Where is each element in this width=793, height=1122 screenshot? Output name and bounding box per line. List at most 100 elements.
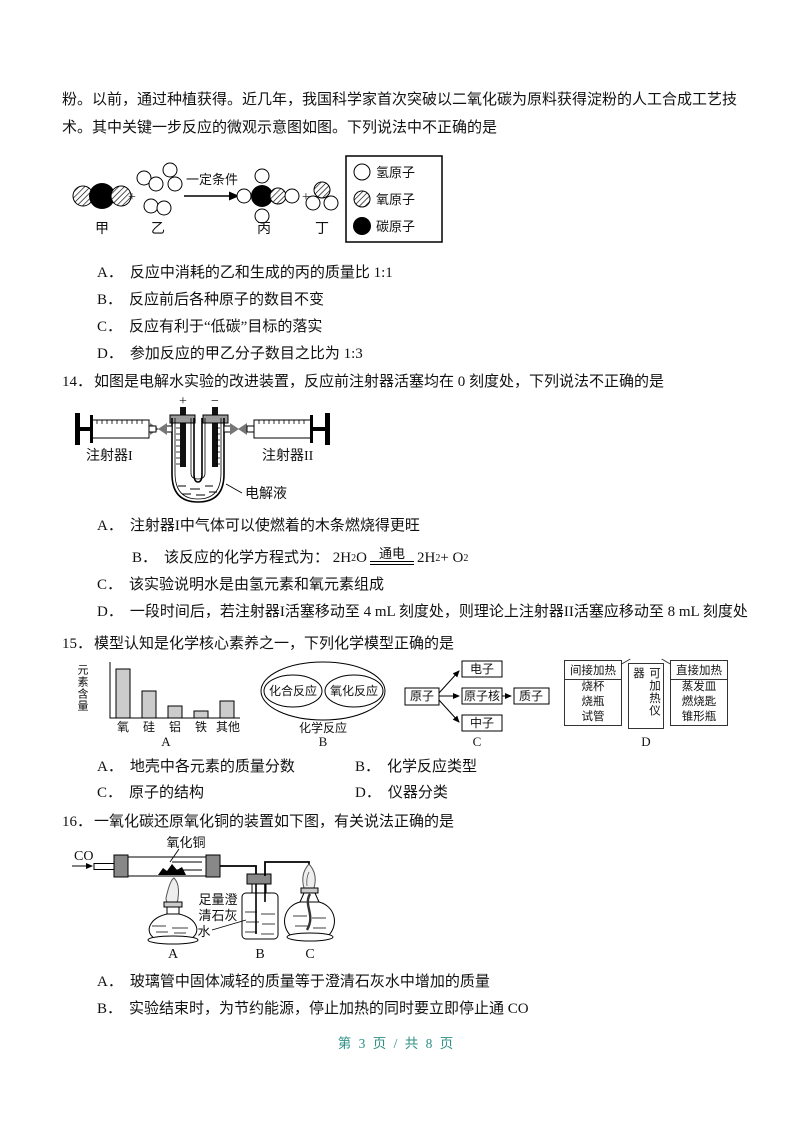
option-key: C．: [97, 577, 123, 593]
option-key: D．: [355, 785, 381, 801]
electrolyte-leader-line: [225, 483, 243, 494]
bar-iron: [193, 710, 209, 719]
eq-lhs-tail: O: [356, 550, 367, 566]
atom-label: 原子: [410, 689, 434, 703]
nucleus-label: 原子核: [464, 689, 500, 703]
apparatus-a-label: A: [168, 947, 179, 962]
option-text: 反应有利于“低碳”目标的落实: [129, 319, 323, 335]
scale-tick-marks: [176, 427, 220, 465]
q16-co-reduction-diagram: CO 氧化铜 A: [66, 835, 739, 969]
indirect-heating-title: 间接加热: [565, 661, 621, 680]
wick-tube: [305, 893, 312, 931]
option-key: A．: [97, 265, 123, 281]
electrolysis-svg: + −: [75, 394, 330, 503]
limewater-label: 足量澄 清石灰 水: [197, 892, 247, 939]
q16-stem: 16．一氧化碳还原氧化铜的装置如下图，有关说法正确的是: [62, 808, 739, 836]
q15-options: A．地壳中各元素的质量分数 B．化学反应类型 C．原子的结构 D．仪器分类: [97, 754, 739, 806]
q15-stem: 15．模型认知是化学核心素养之一，下列化学模型正确的是: [62, 630, 739, 658]
q13-reaction-diagram: 甲 + 乙 一定条件 丙 +: [66, 154, 739, 254]
reaction-venn-svg: 化合反应 氧化反应: [260, 661, 386, 721]
condition-label: 一定条件: [186, 172, 238, 187]
copper-oxide-powder: [158, 864, 186, 875]
q15-option-d: D．仪器分类: [355, 780, 739, 806]
oxidation-reaction-label: 氧化反应: [330, 683, 378, 698]
q14-option-c: C． 该实验说明水是由氢元素和氧元素组成: [97, 572, 739, 599]
conical-flask-item: 锥形瓶: [681, 711, 717, 723]
atom-structure-svg: 原子 电子 原子核 中子 质子: [404, 660, 550, 732]
crust-elements-chart-svg: 氧 硅 铝 铁 其他: [109, 662, 240, 734]
q13-option-b: B． 反应前后各种原子的数目不变: [97, 287, 739, 314]
option-key: D．: [97, 346, 123, 362]
flame-a: [165, 877, 179, 905]
oxygen-atom-icon: [353, 190, 371, 208]
syringe-1-label: 注射器I: [86, 448, 133, 464]
q13-option-d: D．参加反应的甲乙分子数目之比为 1:3: [97, 341, 739, 368]
syringe-1: [75, 413, 157, 445]
electron-label: 电子: [470, 662, 494, 676]
option-key: A．: [97, 759, 123, 775]
limewater-line2: 清石灰: [198, 908, 237, 923]
label-jia: 甲: [95, 222, 109, 237]
evaporating-dish-item: 蒸发皿: [681, 681, 717, 693]
q14-option-d: D．一段时间后，若注射器I活塞移动至 4 mL 刻度处，则理论上注射器II活塞应…: [97, 599, 748, 626]
electrode-left: [180, 407, 186, 467]
alcohol-lamp-a: [147, 877, 199, 945]
combustion-spoon-item: 燃烧匙: [681, 696, 717, 708]
alcohol-lamp-c: [284, 887, 335, 942]
q13-option-c: C．反应有利于“低碳”目标的落实: [97, 314, 739, 341]
option-key: B．: [132, 550, 158, 566]
outer-ellipse: [260, 661, 386, 721]
option-key: C．: [97, 785, 123, 801]
structure-arrows: [438, 670, 512, 723]
option-key: B．: [355, 759, 381, 775]
stopper-left: [169, 414, 196, 424]
q15-model-panels: 元素含量 氧 硅 铝 铁 其他 A 化合反应: [76, 660, 739, 748]
heatable-instruments-connector: 可加热仪器: [628, 663, 664, 729]
option-key: D．: [97, 604, 123, 620]
syringe-ticks: [96, 420, 143, 424]
q15-stem-text: 模型认知是化学核心素养之一，下列化学模型正确的是: [94, 636, 455, 652]
cat-aluminium: 铝: [169, 719, 181, 734]
limewater-leader-line: [211, 919, 247, 931]
limewater-line3: 水: [197, 924, 210, 939]
option-text: 反应前后各种原子的数目不变: [129, 292, 325, 308]
option-text: 化学反应类型: [387, 759, 478, 775]
model-c-atom-structure: 原子 电子 原子核 中子 质子 C: [404, 660, 550, 748]
option-text: 玻璃管中固体减轻的质量等于澄清石灰水中增加的质量: [129, 974, 490, 990]
q13-intro-line2: 术。其中关键一步反应的微观示意图如图。下列说法中不正确的是: [62, 120, 498, 136]
option-text: 地壳中各元素的质量分数: [129, 759, 295, 775]
carbon-atom-icon: [353, 217, 371, 235]
option-key: B．: [97, 292, 123, 308]
molecule-yi-h2: [136, 162, 183, 216]
option-key: B．: [97, 1001, 123, 1017]
neutron-label: 中子: [470, 715, 494, 730]
legend-oxygen: 氧原子: [376, 192, 415, 207]
q16-stem-text: 一氧化碳还原氧化铜的装置如下图，有关说法正确的是: [94, 814, 455, 830]
option-key: A．: [97, 518, 123, 534]
proton-label: 质子: [519, 689, 543, 703]
cat-oxygen: 氧: [117, 720, 129, 734]
option-text: 该实验说明水是由氢元素和氧元素组成: [129, 577, 385, 593]
flask-item: 烧瓶: [581, 696, 605, 708]
condition-text: 通电: [378, 546, 405, 561]
plus-sign-2: +: [302, 190, 310, 205]
q16-option-a: A．玻璃管中固体减轻的质量等于澄清石灰水中增加的质量: [97, 969, 739, 996]
q13-option-a: A．反应中消耗的乙和生成的丙的质量比 1:1: [97, 260, 739, 287]
micro-reaction-svg: 甲 + 乙 一定条件 丙 +: [72, 155, 443, 243]
cat-silicon: 硅: [143, 720, 155, 734]
co-gas-label: CO: [74, 849, 93, 864]
panel-c-label: C: [472, 734, 482, 749]
instrument-boxes: 间接加热 烧杯 烧瓶 试管 可加热仪器 直接加热 蒸发皿 燃烧匙 锥形瓶: [564, 660, 728, 729]
syringe-2-label: 注射器II: [262, 448, 314, 464]
syringe-2: [246, 413, 330, 445]
eq-lhs-sub: 2: [351, 553, 357, 564]
limewater-dashes: [245, 911, 275, 935]
option-text: 实验结束时，为节约能源，停止加热的同时要立即停止通 CO: [129, 1001, 529, 1017]
neutron-box: [461, 714, 503, 732]
plus-sign-1: +: [128, 190, 136, 205]
combination-reaction-label: 化合反应: [269, 683, 317, 698]
equation-condition: 通电: [369, 546, 414, 565]
